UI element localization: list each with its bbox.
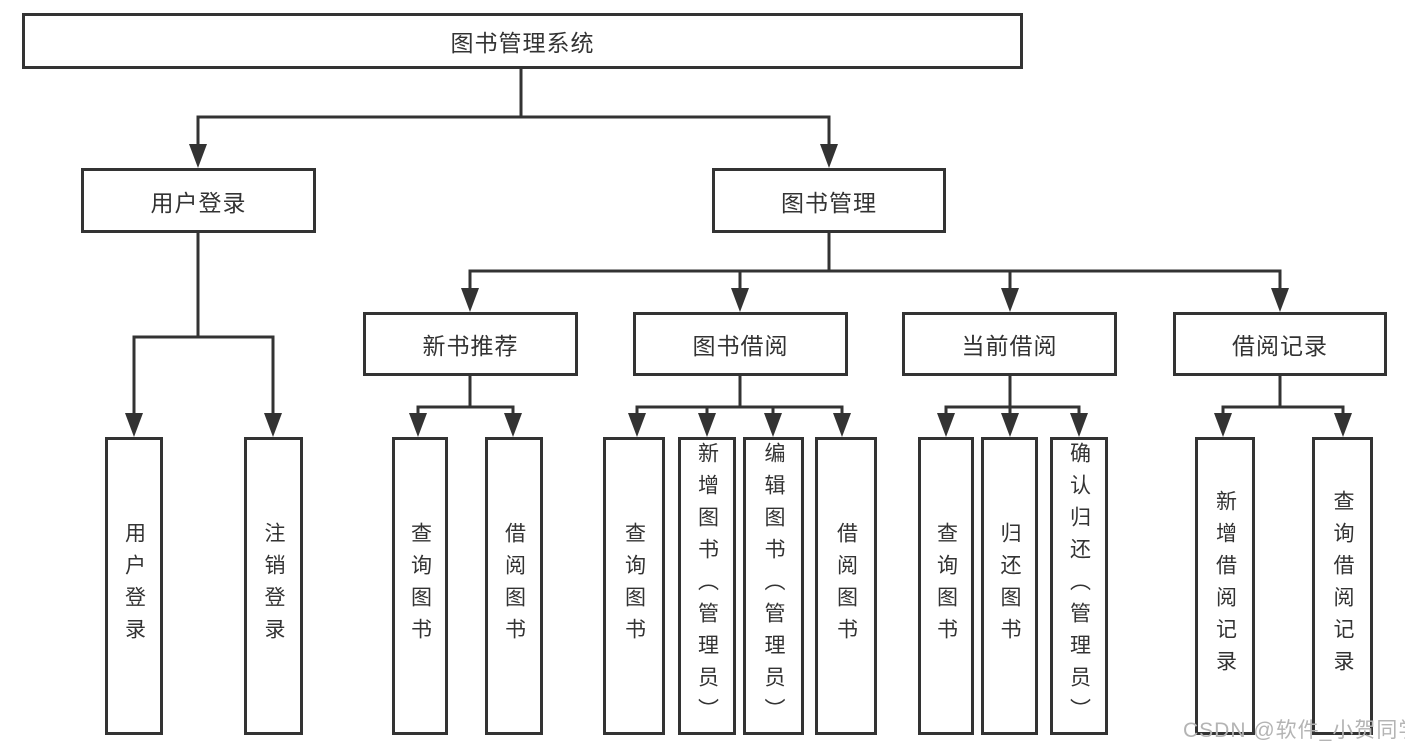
leaf-query-books-recommend-label: 查询图书 (408, 522, 432, 650)
node-book-borrow: 图书借阅 (633, 312, 848, 376)
leaf-confirm-return-admin-label: 确认归还（管理员） (1067, 442, 1091, 730)
leaf-borrow-books-recommend-label: 借阅图书 (502, 522, 526, 650)
leaf-query-books-current-label: 查询图书 (934, 522, 958, 650)
node-book-management: 图书管理 (712, 168, 946, 233)
leaf-add-book-admin-label: 新增图书（管理员） (695, 442, 719, 730)
leaf-query-books-borrow: 查询图书 (603, 437, 665, 735)
node-user-login: 用户登录 (81, 168, 316, 233)
leaf-return-book: 归还图书 (981, 437, 1038, 735)
leaf-borrow-books-borrow: 借阅图书 (815, 437, 877, 735)
leaf-confirm-return-admin: 确认归还（管理员） (1050, 437, 1108, 735)
leaf-edit-book-admin-label: 编辑图书（管理员） (762, 442, 785, 730)
leaf-add-borrow-record: 新增借阅记录 (1195, 437, 1255, 735)
leaf-edit-book-admin: 编辑图书（管理员） (743, 437, 804, 735)
node-root: 图书管理系统 (22, 13, 1023, 69)
leaf-add-book-admin: 新增图书（管理员） (678, 437, 736, 735)
leaf-logout: 注销登录 (244, 437, 303, 735)
leaf-user-login-label: 用户登录 (122, 522, 146, 650)
node-new-book-recommend: 新书推荐 (363, 312, 578, 376)
node-current-borrow: 当前借阅 (902, 312, 1117, 376)
leaf-user-login: 用户登录 (105, 437, 163, 735)
leaf-query-books-borrow-label: 查询图书 (622, 522, 646, 650)
leaf-query-borrow-record-label: 查询借阅记录 (1331, 490, 1354, 682)
leaf-borrow-books-recommend: 借阅图书 (485, 437, 543, 735)
leaf-query-borrow-record: 查询借阅记录 (1312, 437, 1373, 735)
leaf-query-books-recommend: 查询图书 (392, 437, 448, 735)
arrowheads (125, 144, 1352, 437)
leaf-add-borrow-record-label: 新增借阅记录 (1213, 490, 1237, 682)
leaf-borrow-books-borrow-label: 借阅图书 (834, 522, 858, 650)
node-borrow-records: 借阅记录 (1173, 312, 1387, 376)
leaf-query-books-current: 查询图书 (918, 437, 974, 735)
csdn-watermark: CSDN @软件_小贺同学 (1183, 719, 1405, 742)
leaf-return-book-label: 归还图书 (998, 522, 1021, 650)
leaf-logout-label: 注销登录 (262, 522, 285, 650)
